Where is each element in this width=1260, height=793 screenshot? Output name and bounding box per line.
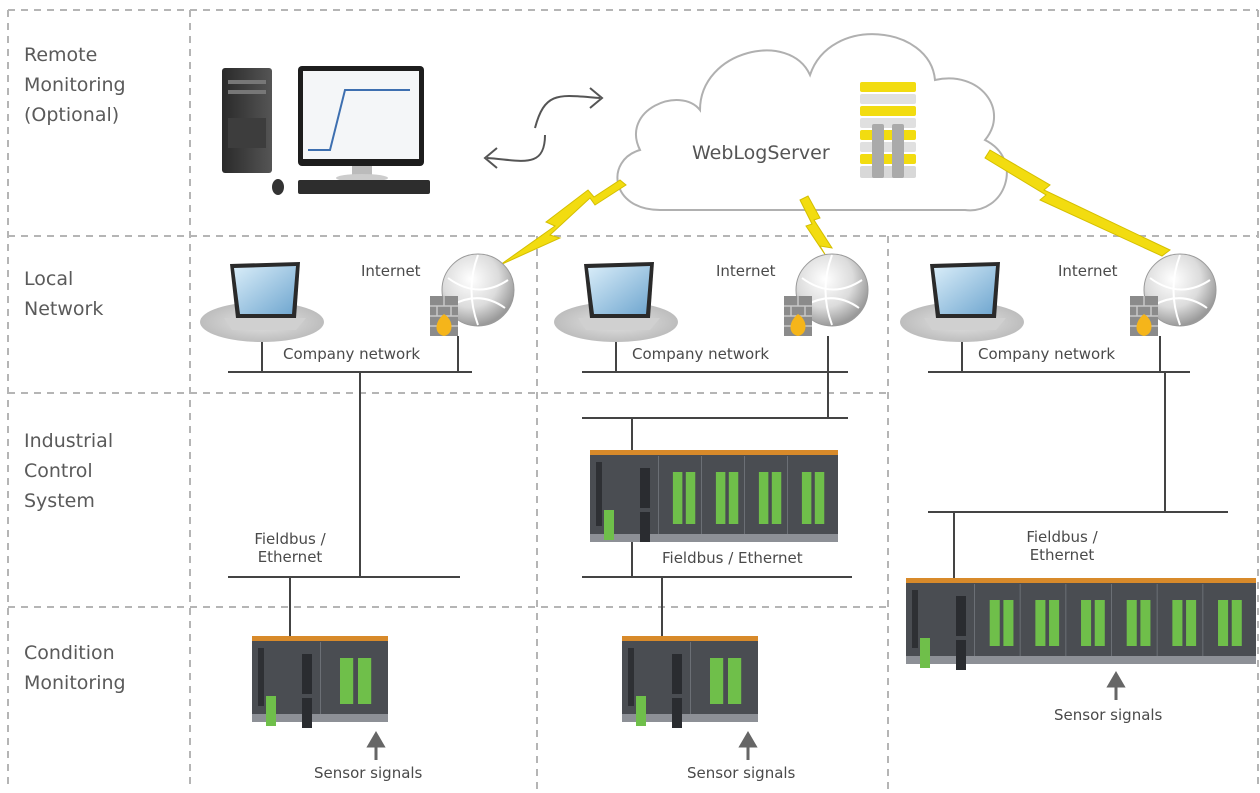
sensor-arrow-icon xyxy=(366,671,1126,760)
sensor-signals-label: Sensor signals xyxy=(314,764,423,782)
fieldbus-label: Fieldbus / Ethernet xyxy=(254,530,326,566)
grid-lines xyxy=(7,9,1259,790)
weblogserver-label: WebLogServer xyxy=(692,142,830,164)
sensor-signals-label: Sensor signals xyxy=(1054,706,1163,724)
company-network-label: Company network xyxy=(632,345,770,363)
firewall-icon xyxy=(430,296,458,336)
server-icon xyxy=(860,82,916,178)
controller-module xyxy=(622,636,758,728)
company-network-label: Company network xyxy=(283,345,421,363)
controller-modules xyxy=(252,450,1256,728)
remote-pc-icon xyxy=(222,66,430,195)
internet-globe-icon xyxy=(1143,253,1217,327)
firewall-icon xyxy=(784,296,812,336)
controller-module xyxy=(252,636,388,728)
cloud-shape xyxy=(616,33,1008,212)
network-lines xyxy=(228,336,1228,636)
internet-globe-icon xyxy=(441,253,515,327)
fieldbus-label: Fieldbus / Ethernet xyxy=(662,549,803,567)
company-network-label: Company network xyxy=(978,345,1116,363)
firewall-icon xyxy=(1130,296,1158,336)
fieldbus-label: Fieldbus / Ethernet xyxy=(1026,528,1098,564)
internet-label: Internet xyxy=(716,262,776,280)
workstation-icon xyxy=(900,262,1024,342)
lightning-bolts xyxy=(499,149,1171,266)
internet-label: Internet xyxy=(1058,262,1118,280)
sync-arrows-icon xyxy=(483,87,604,169)
workstation-icon xyxy=(200,262,324,342)
controller-module xyxy=(906,578,1256,670)
sensor-signals-label: Sensor signals xyxy=(687,764,796,782)
workstation-icon xyxy=(554,262,678,342)
controller-module xyxy=(590,450,838,542)
internet-label: Internet xyxy=(361,262,421,280)
